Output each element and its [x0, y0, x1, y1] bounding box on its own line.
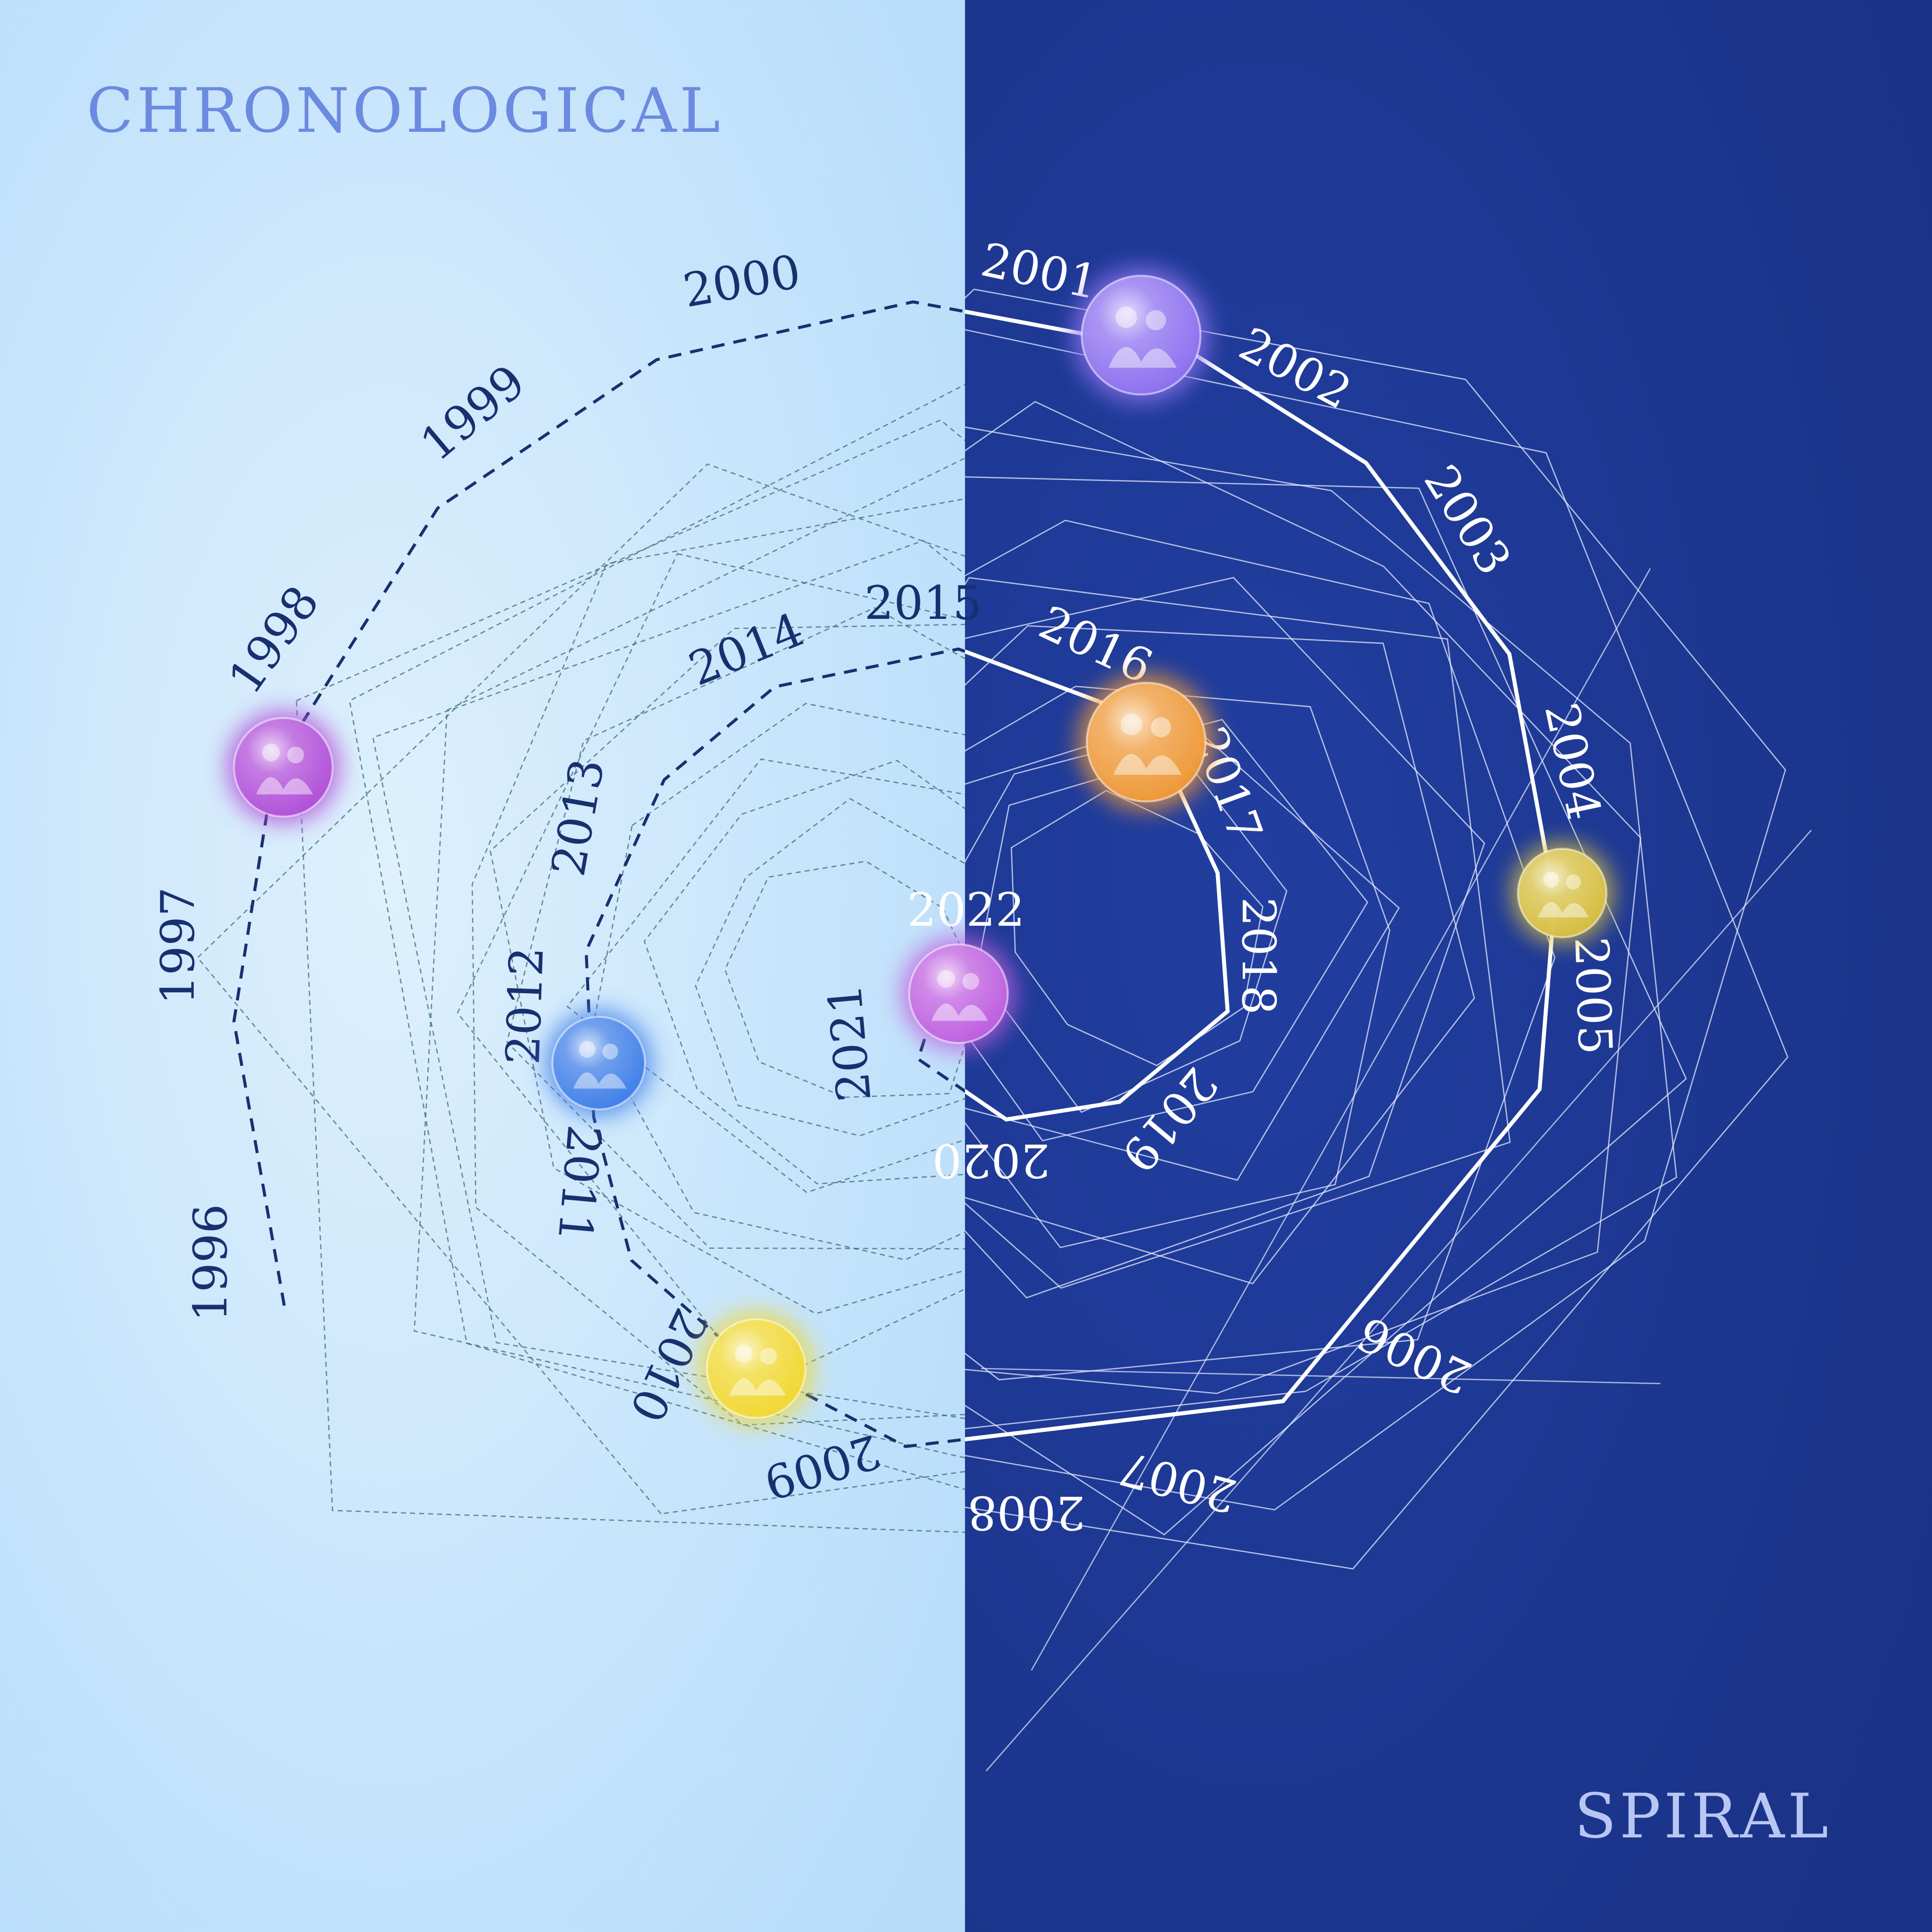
web-polygon	[490, 623, 965, 1315]
web-polygon	[349, 383, 965, 1490]
web-polygon	[965, 715, 1400, 1181]
web-polygon	[965, 400, 1642, 1394]
web-polygon	[965, 476, 1687, 1536]
web-polygon	[724, 860, 965, 1098]
year-label: 2015	[864, 576, 982, 630]
photo-marker[interactable]	[699, 1312, 813, 1425]
marker-rim	[706, 1318, 807, 1419]
marker-rim	[908, 943, 1009, 1044]
photo-marker[interactable]	[902, 937, 1015, 1051]
web-polygon	[643, 760, 965, 1185]
year-label: 2008	[968, 1486, 1085, 1540]
spiral-heading: SPIRAL	[1574, 1781, 1831, 1852]
marker-highlight	[1082, 276, 1200, 394]
year-label: 2005	[1564, 936, 1622, 1056]
web-polygon	[965, 426, 1677, 1429]
web-polygon	[965, 577, 1511, 1289]
web-polygon	[471, 498, 965, 1426]
marker-rim	[1081, 275, 1201, 395]
marker-highlight	[552, 1017, 645, 1109]
marker-highlight	[234, 718, 333, 817]
web-polygon	[965, 718, 1369, 1142]
photo-marker[interactable]	[545, 1010, 652, 1116]
web-polygon	[965, 577, 1485, 1299]
spiral-path-spiral	[965, 309, 1557, 1441]
marker-rim	[1086, 682, 1206, 802]
web-polygon	[976, 753, 1287, 1113]
year-label: 2011	[547, 1122, 611, 1245]
web-polygon	[695, 797, 965, 1137]
web-polygon	[566, 758, 965, 1193]
year-label: 1996	[184, 1204, 237, 1322]
photo-marker[interactable]	[1073, 267, 1210, 404]
photo-markers	[226, 267, 1614, 1425]
left-panel-background	[0, 0, 966, 1932]
marker-rim	[233, 717, 334, 818]
year-label: 2020	[932, 1134, 1050, 1187]
web-polygon	[965, 519, 1556, 1381]
year-label: 2018	[1232, 897, 1285, 1015]
chronological-heading: CHRONOLOGICAL	[87, 75, 723, 146]
web-line	[981, 1367, 1661, 1385]
web-line	[1030, 568, 1651, 1671]
year-label: 2021	[818, 982, 881, 1104]
marker-rim	[551, 1016, 646, 1110]
year-label: 1997	[151, 887, 205, 1005]
marker-highlight	[909, 944, 1008, 1043]
web-line	[986, 830, 1812, 1772]
web-polygon	[506, 607, 965, 1250]
marker-highlight	[1087, 683, 1205, 801]
year-label: 2012	[496, 946, 554, 1066]
marker-rim	[1517, 848, 1607, 938]
photo-marker[interactable]	[1511, 842, 1614, 944]
web-polygon	[414, 457, 965, 1459]
web-polygon	[456, 553, 965, 1388]
web-polygon	[372, 540, 965, 1419]
web-polygon	[965, 625, 1475, 1284]
web-polygon	[1010, 789, 1264, 1067]
background-web-right	[965, 288, 1812, 1772]
spiral-solid-line	[965, 309, 1557, 1441]
photo-marker[interactable]	[1078, 674, 1215, 811]
marker-highlight	[1518, 849, 1606, 937]
web-polygon	[295, 419, 965, 1533]
photo-marker[interactable]	[226, 710, 340, 824]
year-label: 2022	[907, 883, 1025, 937]
background-web-left	[197, 383, 965, 1533]
marker-highlight	[707, 1319, 806, 1418]
web-polygon	[965, 329, 1789, 1570]
